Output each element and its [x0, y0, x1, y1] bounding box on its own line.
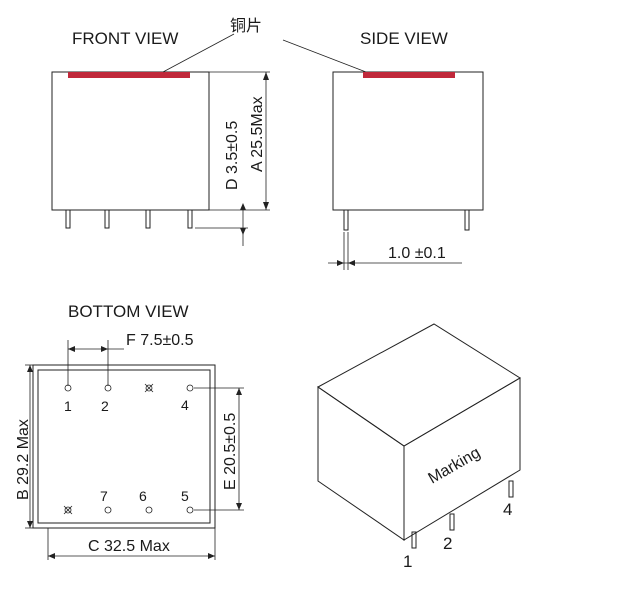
bottom-pin-label-1: 1 — [64, 398, 72, 414]
front-view: D 3.5±0.5 A 25.5Max — [51, 71, 270, 246]
bottom-pin-label-4: 4 — [181, 397, 189, 413]
iso-left-face — [317, 386, 405, 541]
pin-hole-2 — [104, 384, 112, 392]
iso-pin-4 — [508, 480, 514, 498]
side-pin — [464, 209, 470, 231]
bottom-pin-label-6: 6 — [139, 488, 147, 504]
iso-pin-label-2: 2 — [443, 534, 452, 553]
side-view-label: SIDE VIEW — [360, 29, 448, 48]
dim-b-text: B 29.2 Max — [15, 419, 32, 500]
bottom-view-label: BOTTOM VIEW — [68, 302, 189, 321]
side-copper-strip — [363, 72, 455, 78]
iso-pin-label-4: 4 — [503, 500, 512, 519]
pin-hole-5 — [186, 506, 194, 514]
marking-text: Marking — [426, 444, 484, 487]
dim-a-text: A 25.5Max — [249, 96, 266, 172]
pin-hole-4 — [186, 384, 194, 392]
iso-right-face — [403, 377, 521, 541]
side-pin — [343, 209, 349, 231]
pin-hole-1 — [64, 384, 72, 392]
bottom-pin-label-7: 7 — [100, 488, 108, 504]
iso-pin-label-1: 1 — [403, 552, 412, 571]
callout-text: 铜片 — [230, 17, 262, 35]
front-pin — [187, 209, 193, 229]
dim-d-text: D 3.5±0.5 — [224, 121, 241, 190]
side-body — [332, 71, 484, 211]
front-body — [51, 71, 210, 211]
bottom-inner — [37, 369, 211, 524]
callout-leader-side — [282, 39, 367, 73]
front-copper-strip — [68, 72, 190, 78]
iso-pin-2 — [449, 513, 455, 531]
bottom-pin-label-5: 5 — [181, 488, 189, 504]
front-view-label: FRONT VIEW — [72, 29, 178, 48]
bottom-outer — [32, 364, 216, 529]
bottom-view: F 7.5±0.5 1 2 4 7 6 5 B 29.2 Max — [15, 332, 244, 560]
pin-hole-x-top — [144, 383, 154, 393]
iso-pin-1 — [411, 531, 417, 549]
dim-e-text: E 20.5±0.5 — [222, 413, 239, 490]
front-pin — [104, 209, 110, 229]
front-pin — [65, 209, 71, 229]
side-view: 1.0 ±0.1 — [328, 71, 484, 270]
bottom-pin-label-2: 2 — [101, 398, 109, 414]
callout-leader-front — [162, 33, 235, 73]
copper-callout: 铜片 — [162, 17, 367, 73]
dim-side-pin-text: 1.0 ±0.1 — [388, 245, 446, 262]
pin-hole-x-bottom — [63, 505, 73, 515]
isometric-view: Marking 1 2 4 — [317, 323, 521, 571]
pin-hole-7 — [104, 506, 112, 514]
dim-f-text: F 7.5±0.5 — [126, 332, 194, 349]
dim-c-text: C 32.5 Max — [88, 538, 170, 555]
pin-hole-6 — [145, 506, 153, 514]
front-pin — [145, 209, 151, 229]
iso-top-face — [317, 323, 521, 447]
